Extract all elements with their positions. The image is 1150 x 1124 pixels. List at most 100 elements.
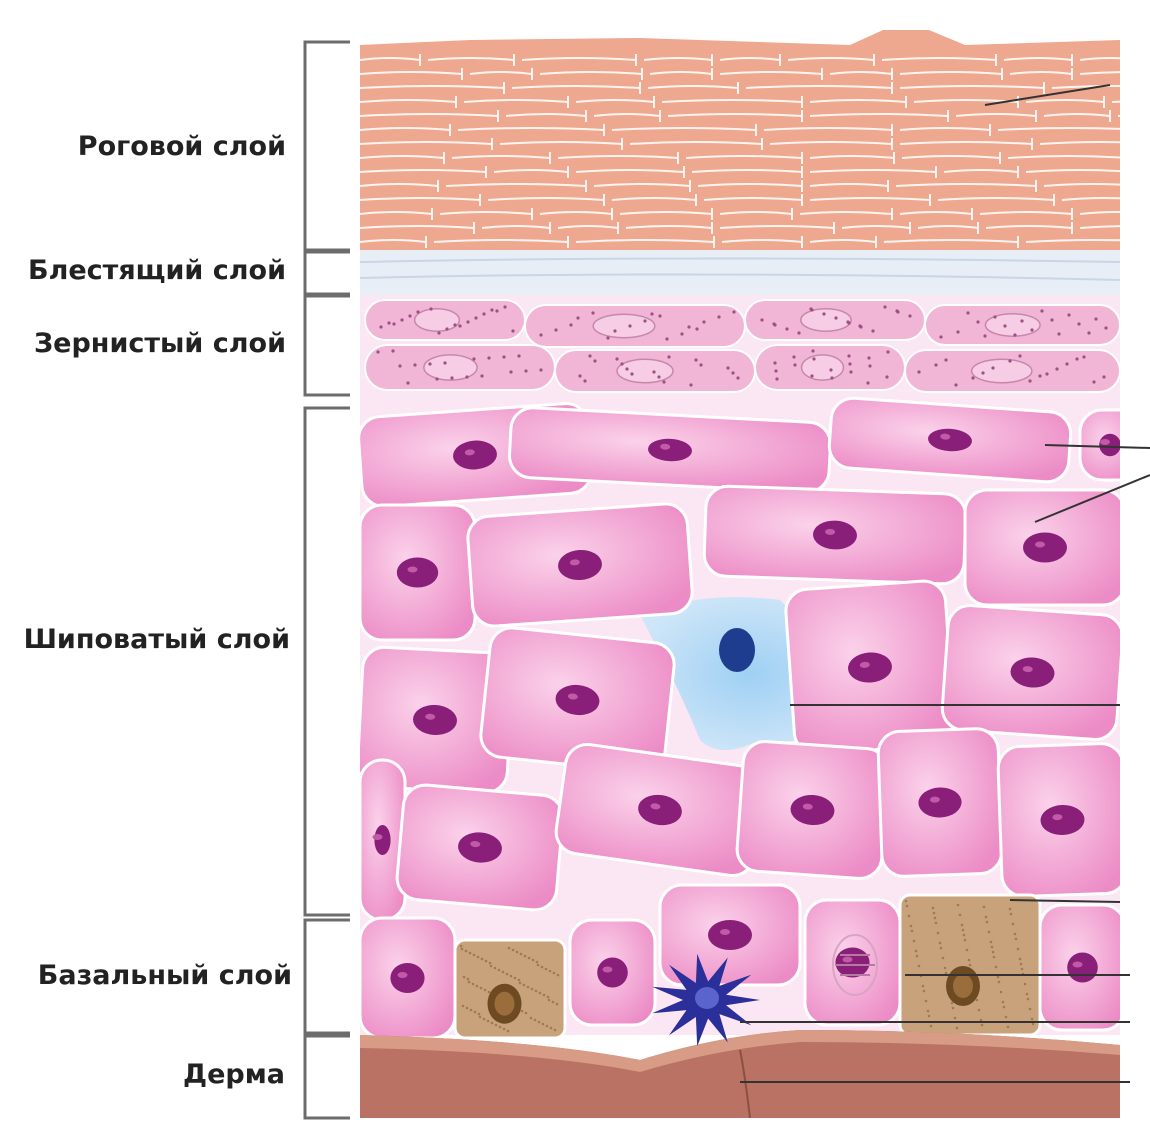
melanin-granule bbox=[966, 949, 969, 952]
melanin-granule bbox=[508, 947, 511, 950]
melanin-granule bbox=[939, 942, 942, 945]
keratinocyte-cell bbox=[704, 485, 967, 584]
melanin-granule bbox=[480, 987, 483, 990]
melanin-granule bbox=[521, 1010, 524, 1013]
melanin-granule bbox=[525, 1012, 528, 1015]
label-stratum-granulosum: Зернистый слой bbox=[34, 328, 286, 359]
keratohyalin-granule bbox=[687, 325, 690, 328]
melanin-granule bbox=[483, 1018, 486, 1021]
melanin-granule bbox=[1027, 998, 1030, 1001]
melanin-granule bbox=[546, 1025, 549, 1028]
melanin-granule bbox=[1010, 913, 1013, 916]
keratohyalin-granule bbox=[408, 314, 411, 317]
melanin-granule bbox=[478, 1013, 481, 1016]
melanin-granule bbox=[932, 907, 935, 910]
melanin-granule bbox=[1017, 948, 1020, 951]
melanin-granule bbox=[549, 970, 552, 973]
keratohyalin-granule bbox=[613, 329, 616, 332]
melanin-granule bbox=[1005, 1016, 1008, 1019]
keratohyalin-granule bbox=[1030, 328, 1033, 331]
keratohyalin-granule bbox=[848, 362, 851, 365]
melanin-granule bbox=[512, 949, 515, 952]
melanin-granule bbox=[935, 922, 938, 925]
keratohyalin-granule bbox=[495, 309, 498, 312]
melanin-granule bbox=[957, 904, 960, 907]
melanin-granule bbox=[532, 959, 535, 962]
keratohyalin-granule bbox=[472, 357, 475, 360]
melanin-granule bbox=[980, 1019, 983, 1022]
melanin-granule bbox=[906, 905, 909, 908]
keratohyalin-granule bbox=[866, 381, 869, 384]
melanin-granule bbox=[474, 1011, 477, 1014]
melanin-granule bbox=[462, 1005, 465, 1008]
melanin-granule bbox=[528, 957, 531, 960]
layer-labels: Роговой слой Блестящий слой Зернистый сл… bbox=[24, 131, 292, 1090]
keratohyalin-granule bbox=[1040, 309, 1043, 312]
melanin-granule bbox=[1009, 908, 1012, 911]
melanin-granule bbox=[964, 939, 967, 942]
melanin-granule bbox=[930, 1025, 933, 1028]
keratohyalin-granule bbox=[588, 354, 591, 357]
keratohyalin-granule bbox=[1075, 357, 1078, 360]
melanin-granule bbox=[976, 999, 979, 1002]
melanin-granule bbox=[494, 967, 497, 970]
keratohyalin-granule bbox=[834, 316, 837, 319]
keratohyalin-granule bbox=[726, 366, 729, 369]
keratinocyte-cell bbox=[997, 743, 1127, 897]
melanin-granule bbox=[495, 1024, 498, 1027]
melanin-granule bbox=[927, 1010, 930, 1013]
melanin-granule bbox=[969, 964, 972, 967]
melanin-granule bbox=[530, 1017, 533, 1020]
bracket-granulosum bbox=[305, 296, 350, 395]
keratohyalin-granule bbox=[1028, 379, 1031, 382]
keratohyalin-granule bbox=[971, 376, 974, 379]
melanin-granule bbox=[992, 951, 995, 954]
cell-nucleus bbox=[390, 963, 424, 993]
melanin-granule bbox=[915, 950, 918, 953]
melanin-granule bbox=[470, 1009, 473, 1012]
keratohyalin-granule bbox=[490, 308, 493, 311]
melanin-granule bbox=[937, 932, 940, 935]
keratinocyte-cell bbox=[805, 900, 900, 1025]
keratohyalin-granule bbox=[1050, 318, 1053, 321]
melanin-granule bbox=[908, 915, 911, 918]
keratohyalin-granule bbox=[583, 379, 586, 382]
keratohyalin-granule bbox=[453, 323, 456, 326]
keratohyalin-granule bbox=[797, 331, 800, 334]
stratum-corneum-region bbox=[360, 20, 1150, 250]
keratohyalin-granule bbox=[1055, 367, 1058, 370]
keratinocyte-cell bbox=[736, 740, 890, 880]
melanin-granule bbox=[519, 982, 522, 985]
keratohyalin-granule bbox=[1102, 375, 1105, 378]
keratohyalin-granule bbox=[966, 311, 969, 314]
melanin-granule bbox=[472, 983, 475, 986]
keratohyalin-granule bbox=[615, 357, 618, 360]
melanin-granule bbox=[503, 1028, 506, 1031]
keratohyalin-granule bbox=[810, 374, 813, 377]
keratohyalin-granule bbox=[665, 337, 668, 340]
melanin-granule bbox=[944, 967, 947, 970]
keratohyalin-granule bbox=[650, 312, 653, 315]
melanin-granule bbox=[1032, 1023, 1035, 1026]
keratohyalin-granule bbox=[652, 370, 655, 373]
nucleolus bbox=[1100, 439, 1110, 445]
melanin-granule bbox=[487, 1020, 490, 1023]
keratohyalin-granule bbox=[736, 376, 739, 379]
label-stratum-corneum: Роговой слой bbox=[78, 131, 286, 162]
melanin-granule bbox=[520, 953, 523, 956]
melanin-granule bbox=[913, 940, 916, 943]
keratohyalin-granule bbox=[944, 358, 947, 361]
melanin-granule bbox=[954, 1017, 957, 1020]
keratohyalin-granule bbox=[628, 324, 631, 327]
melanin-granule bbox=[498, 969, 501, 972]
keratinocyte-cell bbox=[360, 505, 475, 640]
bracket-dermis bbox=[305, 1036, 350, 1118]
melanin-granule bbox=[968, 959, 971, 962]
keratohyalin-granule bbox=[702, 320, 705, 323]
melanin-granule bbox=[556, 1003, 559, 1006]
melanin-granule bbox=[1026, 993, 1029, 996]
granular-nucleus bbox=[424, 355, 477, 380]
keratohyalin-granule bbox=[450, 376, 453, 379]
melanin-granule bbox=[468, 981, 471, 984]
